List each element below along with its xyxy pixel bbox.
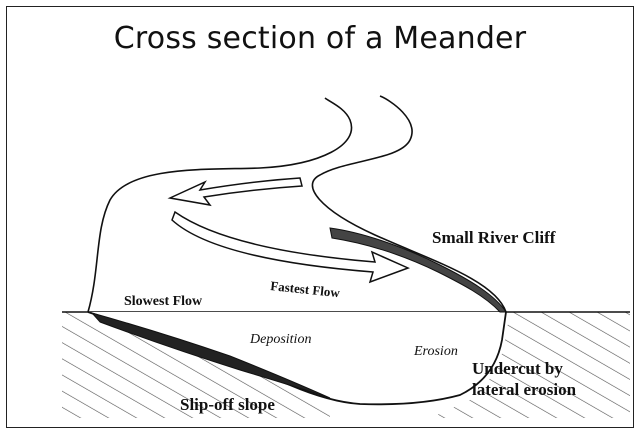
label-slip-off-slope: Slip-off slope — [180, 395, 275, 414]
label-erosion: Erosion — [413, 344, 458, 359]
label-small-river-cliff: Small River Cliff — [432, 228, 556, 247]
river-right-bank — [312, 96, 506, 312]
label-slowest-flow: Slowest Flow — [124, 294, 203, 309]
label-fastest-flow: Fastest Flow — [270, 278, 341, 300]
label-deposition: Deposition — [249, 332, 311, 347]
label-undercut-line1: Undercut by — [472, 359, 563, 378]
river-left-bank — [88, 98, 352, 312]
upper-flow-arrow — [170, 178, 302, 205]
label-undercut-line2: lateral erosion — [472, 380, 577, 399]
